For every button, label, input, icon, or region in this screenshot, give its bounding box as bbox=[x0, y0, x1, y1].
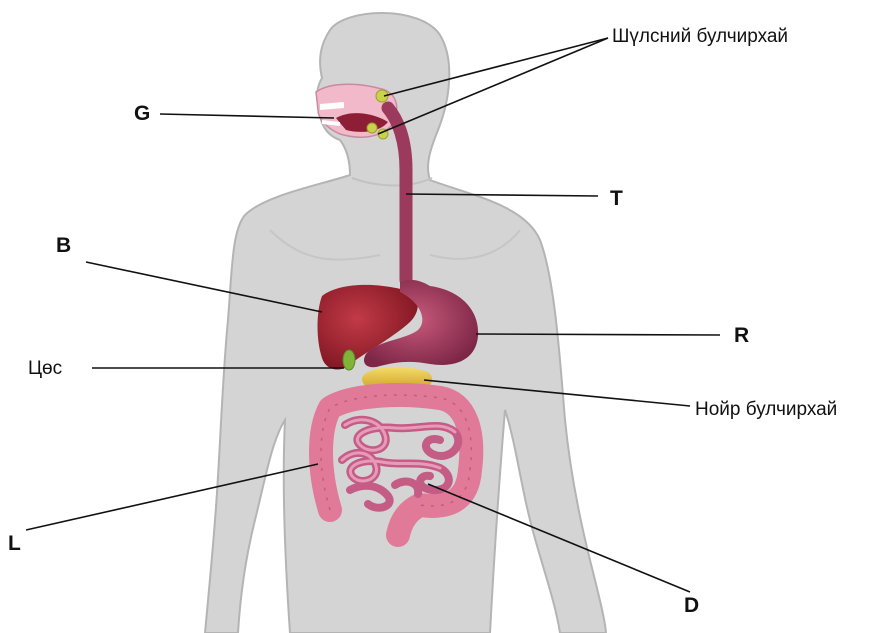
leader-R bbox=[476, 334, 720, 335]
gallbladder bbox=[343, 350, 355, 370]
label-B: B bbox=[56, 234, 71, 257]
label-pancreas: Нойр булчирхай bbox=[695, 399, 837, 420]
label-G: G bbox=[134, 102, 150, 125]
label-R: R bbox=[734, 324, 749, 347]
label-gall: Цөс bbox=[28, 358, 62, 379]
label-T: T bbox=[610, 187, 623, 210]
leader-G bbox=[160, 114, 334, 118]
label-salivary: Шүлсний булчирхай bbox=[612, 26, 788, 47]
label-L: L bbox=[8, 532, 21, 555]
leader-L bbox=[26, 464, 318, 530]
label-D: D bbox=[684, 594, 699, 617]
